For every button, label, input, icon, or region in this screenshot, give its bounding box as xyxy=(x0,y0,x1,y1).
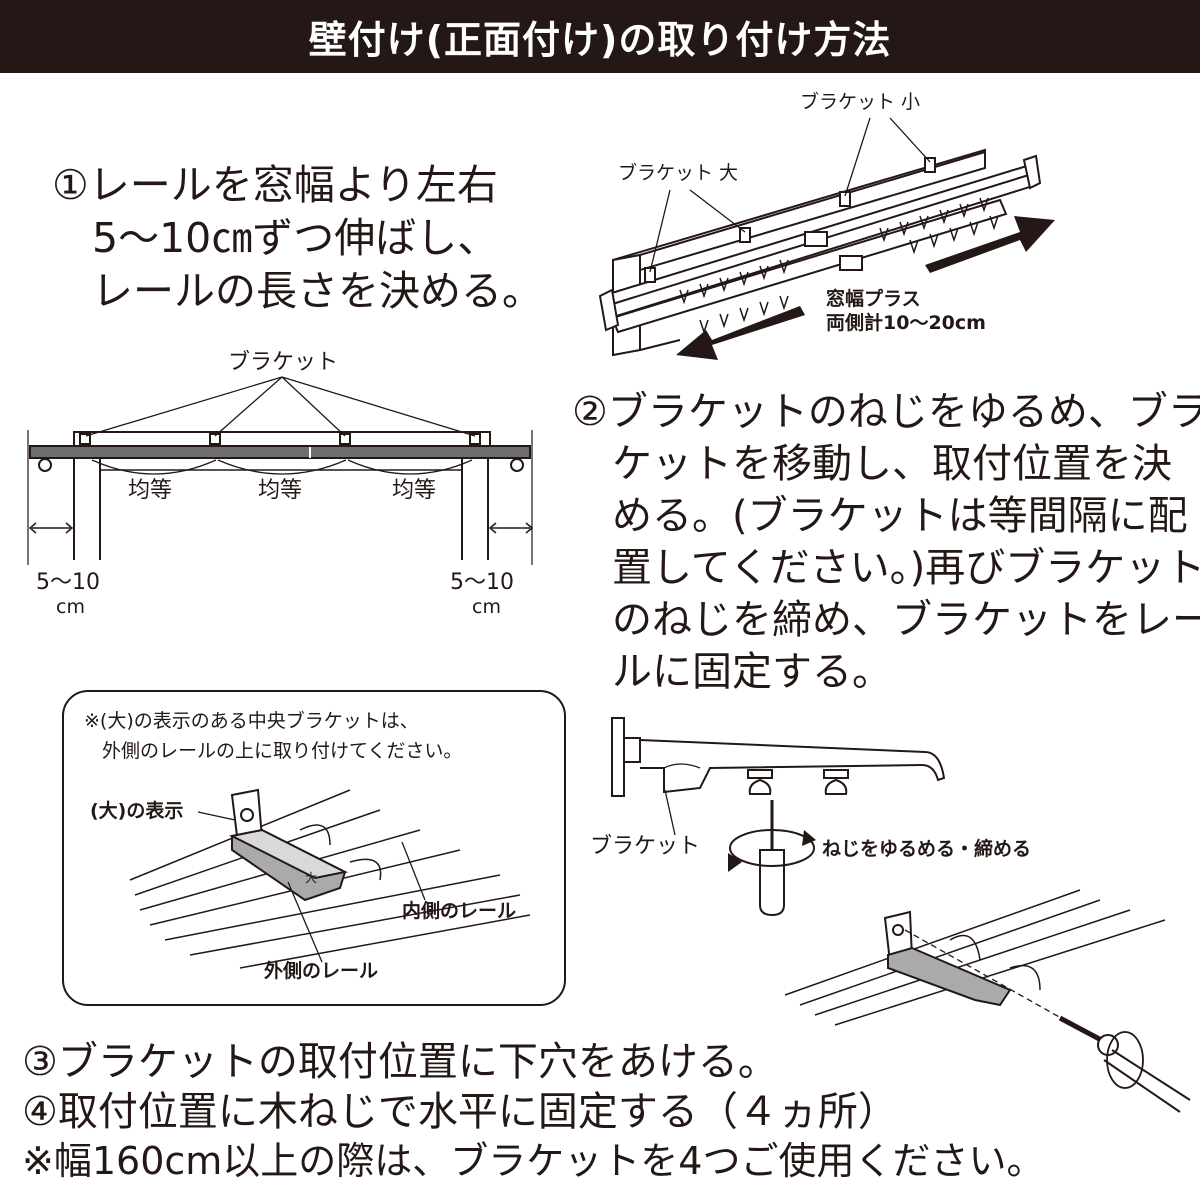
side-bracket-drawing xyxy=(611,717,1191,1113)
page-title: 壁付け(正面付け)の取り付け方法 xyxy=(0,0,1200,73)
rail-assembly-drawing xyxy=(598,117,1055,360)
svg-text:大: 大 xyxy=(305,871,317,885)
label-inner-rail: 内側のレール xyxy=(402,900,517,922)
label-right-unit: cm xyxy=(472,596,501,618)
label-front-bracket: ブラケット xyxy=(228,350,339,375)
footnote-text: ※幅160cm以上の際は、ブラケットを4つご使用ください。 xyxy=(22,1139,1045,1183)
label-left-offset: 5〜10 xyxy=(36,570,100,595)
step3-text: ③ブラケットの取付位置に下穴をあける。 xyxy=(22,1039,778,1085)
note-box xyxy=(62,690,566,1006)
label-screw-action: ねじをゆるめる・締める xyxy=(822,838,1032,860)
step4-text: ④取付位置に木ねじで水平に固定する（４ヵ所） xyxy=(22,1089,898,1135)
center-bracket-drawing: 大 xyxy=(129,788,531,969)
label-left-unit: cm xyxy=(56,596,85,618)
label-side-bracket: ブラケット xyxy=(590,834,701,859)
front-view-drawing xyxy=(27,376,534,565)
label-bracket-large: ブラケット 大 xyxy=(618,162,739,184)
step1-line2: 5〜10㎝ずつ伸ばし、 xyxy=(92,214,499,262)
label-equal-2: 均等 xyxy=(258,478,303,503)
label-window-width-plus: 窓幅プラス xyxy=(826,288,921,310)
label-large-mark: (大)の表示 xyxy=(90,800,184,822)
label-outer-rail: 外側のレール xyxy=(264,960,379,982)
label-equal-1: 均等 xyxy=(128,478,173,503)
step2-line5: のねじを締め、ブラケットをレー xyxy=(612,597,1200,643)
step2-line2: ケットを移動し、取付位置を決 xyxy=(612,441,1172,487)
step2-line6: ルに固定する。 xyxy=(612,649,892,695)
step2-line4: 置してください。)再びブラケット xyxy=(612,545,1200,591)
step1-line1: ①レールを窓幅より左右 xyxy=(52,161,498,209)
note-line1: ※(大)の表示のある中央ブラケットは、 xyxy=(84,710,419,732)
note-line2: 外側のレールの上に取り付けてください。 xyxy=(102,740,463,762)
label-right-offset: 5〜10 xyxy=(450,570,514,595)
step2-line1: ②ブラケットのねじをゆるめ、ブラ xyxy=(572,389,1200,435)
label-equal-3: 均等 xyxy=(392,478,437,503)
label-total-range: 両側計10〜20cm xyxy=(826,312,986,334)
step1-line3: レールの長さを決める。 xyxy=(92,267,543,315)
step2-line3: める。(ブラケットは等間隔に配 xyxy=(612,493,1188,539)
label-bracket-small: ブラケット 小 xyxy=(800,91,921,113)
